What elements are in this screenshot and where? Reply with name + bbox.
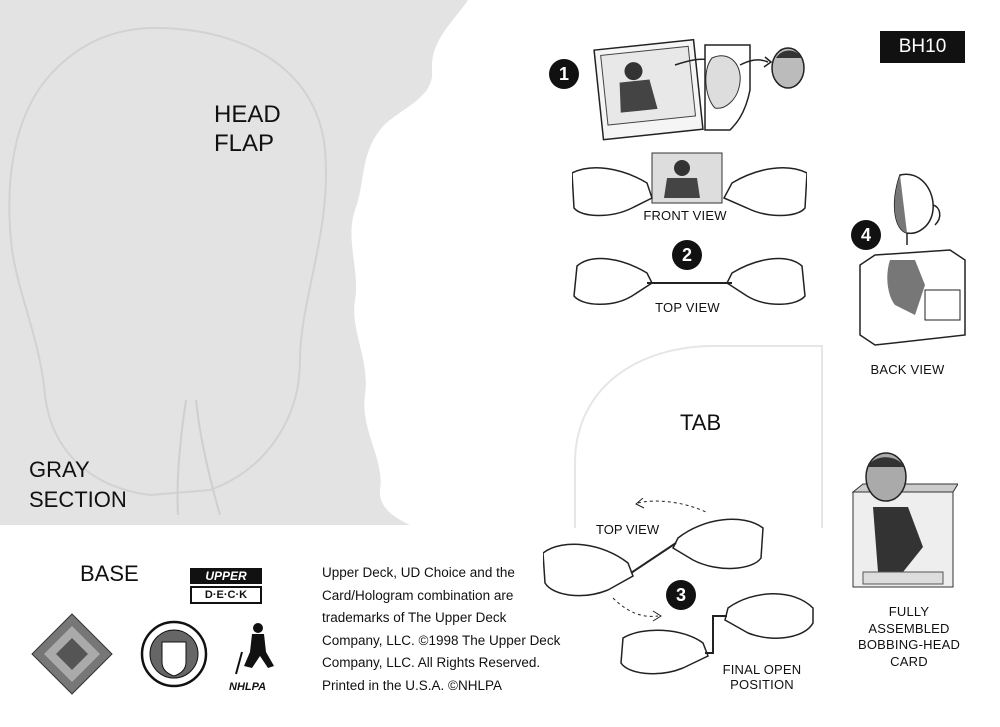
head-flap-line2: FLAP: [214, 130, 275, 157]
nhlpa-label: NHLPA: [229, 681, 267, 693]
deck-word: D·E·C·K: [190, 586, 262, 604]
top-view-label: TOP VIEW: [655, 300, 720, 315]
head-flap-label: HEAD FLAP: [214, 100, 281, 158]
upper-deck-logo: UPPER D·E·C·K: [190, 568, 262, 604]
assembled-line3: BOBBING-HEAD: [857, 637, 961, 652]
final-open-position-label: FINAL OPEN POSITION: [712, 662, 812, 692]
upper-deck-word: UPPER: [190, 568, 262, 584]
back-view-label: BACK VIEW: [870, 362, 945, 377]
step-3-illustration: [543, 498, 814, 675]
final-open-line2: POSITION: [730, 677, 794, 692]
assembled-line4: CARD: [890, 653, 928, 669]
assembled-line1: FULLY: [888, 604, 930, 619]
step-1-badge: 1: [549, 59, 579, 89]
gray-section-line2: SECTION: [29, 487, 127, 512]
step-1-illustration: [593, 38, 805, 141]
gray-section-line1: GRAY: [29, 457, 90, 482]
legal-line: Company, LLC. All Rights Reserved.: [322, 655, 541, 670]
step-4-illustration: [859, 173, 966, 346]
top-view-step3-label: TOP VIEW: [596, 522, 660, 537]
assembled-card-illustration: [851, 452, 958, 588]
step-3-badge: 3: [666, 580, 696, 610]
legal-line: trademarks of The Upper Deck: [322, 610, 507, 625]
step-2-badge: 2: [672, 240, 702, 270]
head-flap-line1: HEAD: [214, 101, 281, 128]
gray-section-label: GRAY SECTION: [29, 455, 127, 515]
step-2-illustration: [572, 152, 807, 305]
nhl-shield-icon: [140, 620, 208, 688]
fully-assembled-label: FULLY ASSEMBLED BOBBING-HEAD CARD: [845, 604, 973, 670]
nhlpa-player-icon: [235, 623, 274, 675]
card-code-badge: BH10: [880, 31, 965, 63]
hologram-icon: [31, 613, 113, 695]
legal-line: Printed in the U.S.A. ©NHLPA: [322, 677, 503, 693]
tab-label: TAB: [680, 410, 722, 435]
legal-line: Card/Hologram combination are: [322, 587, 514, 603]
tab-shape: [574, 345, 823, 528]
step-4-badge: 4: [851, 220, 881, 250]
legal-text: Upper Deck, UD Choice and the Card/Holog…: [322, 562, 582, 697]
final-open-line1: FINAL OPEN: [722, 662, 802, 677]
legal-line: Upper Deck, UD Choice and the: [322, 565, 515, 580]
assembled-line2: ASSEMBLED: [868, 620, 950, 636]
front-view-label: FRONT VIEW: [643, 208, 727, 223]
legal-line: Company, LLC. ©1998 The Upper Deck: [322, 632, 561, 648]
base-label: BASE: [80, 561, 139, 586]
